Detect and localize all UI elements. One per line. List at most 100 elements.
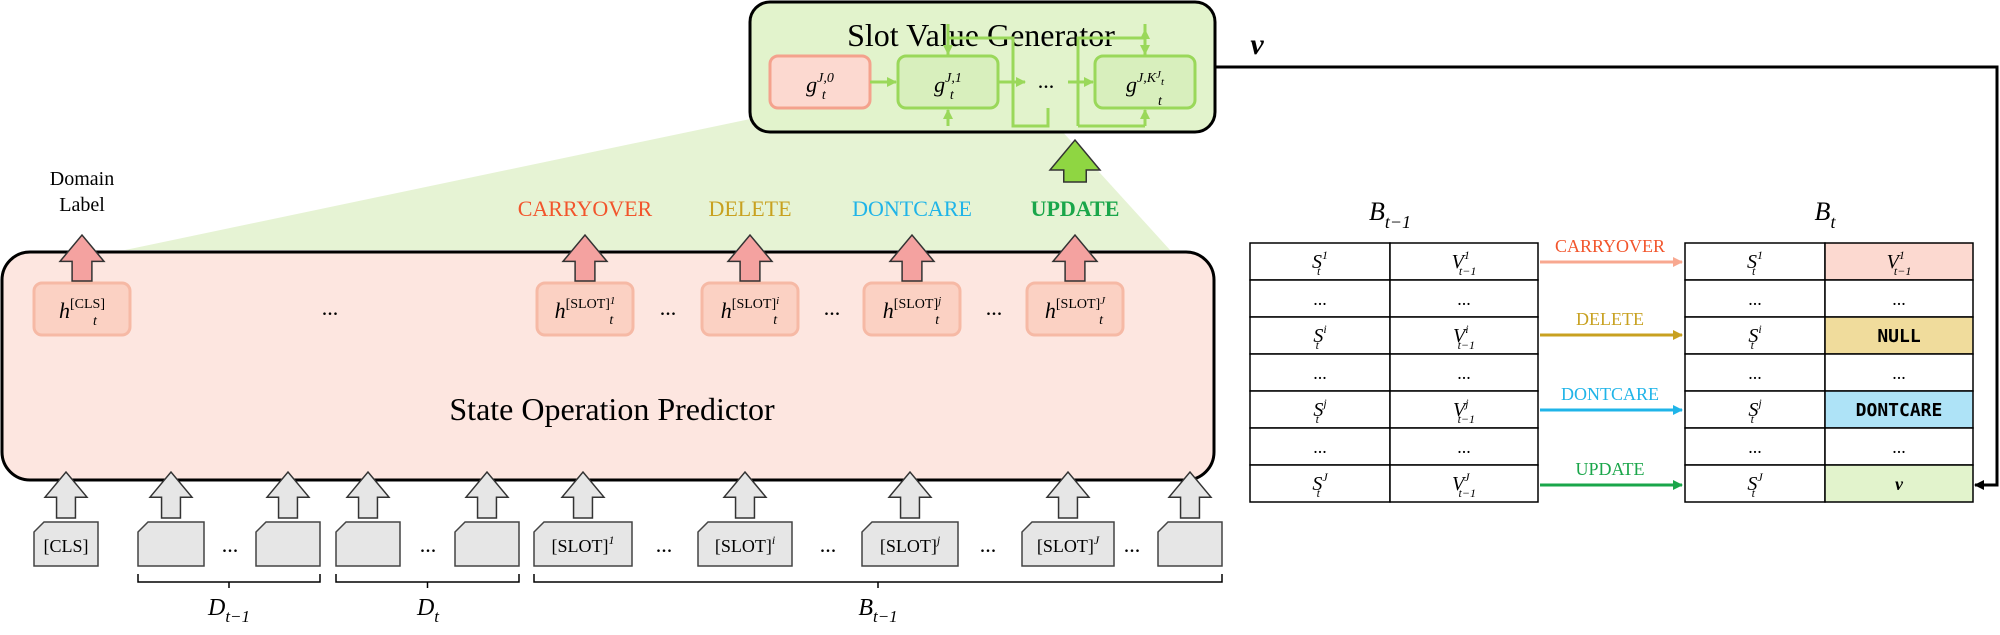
input-token [137,521,205,567]
belief-curr-cell [1684,464,1826,503]
belief-prev-title: Bt−1 [1369,197,1411,232]
group-brace [335,574,520,583]
input-token [454,521,520,567]
operation-label-carryover: CARRYOVER [518,196,653,221]
input-arrow [887,470,933,519]
generator-ellipsis: ... [1038,68,1055,93]
belief-curr-cell-label: NULL [1877,326,1921,347]
output-arrow [726,233,774,282]
output-arrow [58,233,106,282]
state-operation-predictor-title: State Operation Predictor [449,391,775,427]
input-group-label: Dt [416,595,440,626]
input-token-label: [SLOT]j [880,533,941,556]
belief-prev-cell-label: ... [1313,289,1327,309]
input-arrow [1045,470,1091,519]
output-arrow [561,233,609,282]
hidden-state-box [32,281,132,337]
token-ellipsis: ... [420,532,437,557]
output-arrow [1051,233,1099,282]
belief-curr-cell [1824,390,1974,429]
value-output-symbol: v [1250,28,1264,61]
update-to-generator-arrow [1048,138,1102,183]
input-token-label: [SLOT]i [715,533,775,556]
input-group-label: Dt−1 [207,595,250,626]
belief-curr-cell-label: ... [1892,437,1906,457]
input-arrow [148,470,194,519]
slot-value-generator-title: Slot Value Generator [847,17,1115,53]
belief-curr-cell [1684,353,1826,392]
belief-prev-cell [1389,316,1539,355]
generator-feedback-line [946,36,1050,128]
transition-label-carryover: CARRYOVER [1555,236,1665,256]
hidden-ellipsis: ... [986,295,1003,320]
belief-prev-cell [1249,242,1391,281]
input-arrow [560,470,606,519]
operation-label-dontcare: DONTCARE [852,196,972,221]
value-output-line [1215,65,1999,487]
belief-curr-title: Bt [1815,197,1837,232]
input-token-label: [SLOT]J [1037,533,1100,556]
belief-curr-cell [1824,427,1974,466]
input-arrow [1167,470,1213,519]
belief-curr-cell-label: ... [1748,437,1762,457]
belief-curr-cell-label: ... [1748,363,1762,383]
hidden-state-label: h[CLS]t [59,297,105,329]
transition-label-dontcare: DONTCARE [1561,384,1659,404]
operation-label-update: UPDATE [1031,196,1120,221]
input-token [861,521,959,567]
domain-label-line2: Label [59,194,105,216]
operation-label-delete: DELETE [708,196,791,221]
hidden-state-box [862,281,962,337]
token-ellipsis: ... [222,532,239,557]
token-ellipsis: ... [980,532,997,557]
belief-prev-cell-label: ... [1313,363,1327,383]
input-token [255,521,321,567]
belief-curr-cell-label: v [1895,474,1904,494]
belief-curr-cell-label: ... [1892,363,1906,383]
token-ellipsis: ... [1124,532,1141,557]
belief-prev-cell [1389,464,1539,503]
input-token [533,521,633,567]
belief-prev-cell-label: ... [1457,289,1471,309]
belief-prev-cell [1389,427,1539,466]
belief-curr-cell [1824,316,1974,355]
input-arrow [43,470,89,519]
input-arrow [722,470,768,519]
belief-curr-cell-label: DONTCARE [1856,400,1943,421]
hidden-ellipsis: ... [824,295,841,320]
group-brace [533,574,1223,583]
group-brace [137,574,321,583]
input-arrow [464,470,510,519]
generator-feedback-line [1076,36,1145,126]
belief-prev-cell [1389,390,1539,429]
hidden-state-box [700,281,800,337]
belief-curr-cell [1824,464,1974,503]
input-arrow [265,470,311,519]
input-token [697,521,793,567]
input-token [1021,521,1115,567]
belief-curr-cell [1684,316,1826,355]
belief-prev-cell-label: ... [1457,363,1471,383]
input-group-label: Bt−1 [858,595,897,626]
transition-label-update: UPDATE [1575,459,1644,479]
input-token-label: [SLOT]1 [552,533,615,556]
input-token [335,521,401,567]
input-arrow [345,470,391,519]
hidden-state-box [535,281,635,337]
